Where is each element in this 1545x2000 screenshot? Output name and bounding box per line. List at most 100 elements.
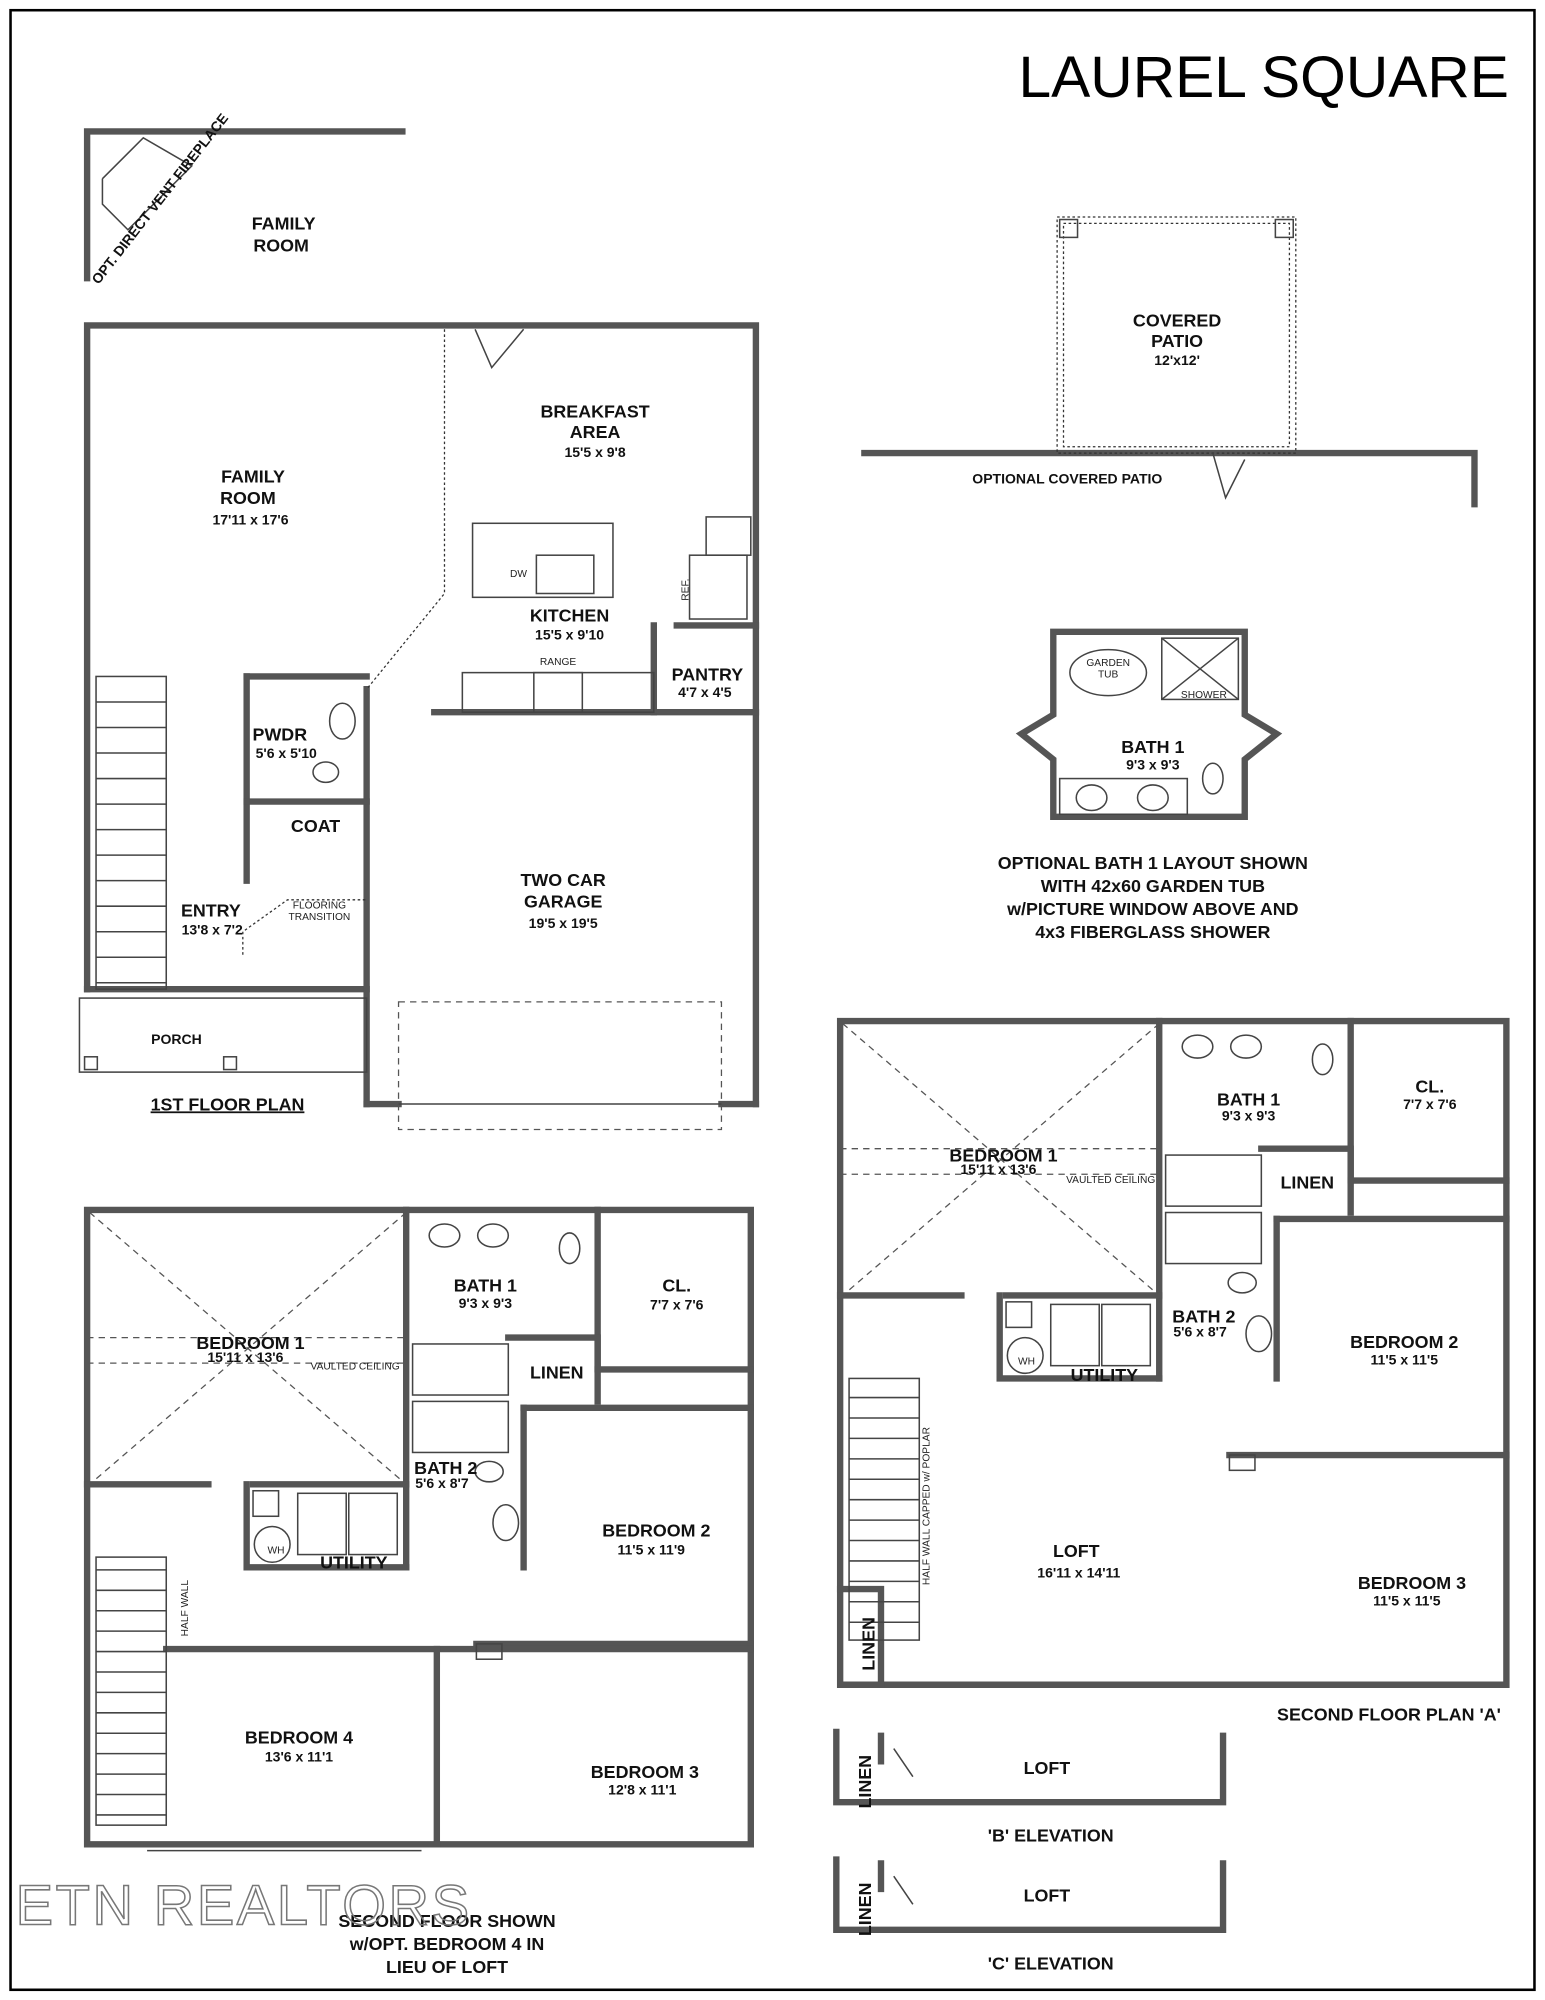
elev-c-caption: 'C' ELEVATION [988, 1953, 1114, 1973]
a-linen-2: LINEN [859, 1617, 879, 1671]
a-bath2-dim: 5'6 x 8'7 [1173, 1323, 1227, 1339]
door-swing [893, 1748, 914, 1778]
bathtub [411, 1400, 510, 1454]
second-floor-a-caption: SECOND FLOOR PLAN 'A' [1277, 1704, 1501, 1724]
exterior-wall [836, 1017, 1510, 1688]
porch-column [222, 1056, 238, 1071]
opt-bath-note-4: 4x3 FIBERGLASS SHOWER [1035, 922, 1270, 942]
family-room-label-1: FAMILY [252, 214, 316, 234]
pwdr-name: PWDR [253, 724, 308, 744]
opt-bath-dim: 9'3 x 9'3 [1126, 757, 1180, 773]
stair [95, 675, 168, 990]
a-bedroom3-dim: 11'5 x 11'5 [1373, 1593, 1441, 1609]
bath2-sink [492, 1504, 520, 1542]
kitchen-island [471, 522, 614, 599]
fireplace-wall [83, 128, 406, 282]
shower-label: SHOWER [1181, 690, 1227, 701]
utility-wall [996, 1292, 1163, 1382]
patio-post [1274, 218, 1295, 239]
first-floor-caption: 1ST FLOOR PLAN [151, 1094, 305, 1114]
exterior-wall [83, 1206, 754, 1848]
water-heater [253, 1525, 291, 1563]
bathtub [411, 1343, 510, 1396]
family-room-dim: 17'11 x 17'6 [212, 512, 288, 528]
garage-dim: 19'5 x 19'5 [529, 915, 598, 931]
a-bedroom2-dim: 11'5 x 11'5 [1371, 1351, 1439, 1367]
utility-wall [243, 1481, 410, 1571]
dishwasher-label: DW [510, 569, 527, 580]
a-bath1-name: BATH 1 [1217, 1089, 1280, 1109]
pantry-dim: 4'7 x 4'5 [678, 684, 732, 700]
kitchen-name: KITCHEN [530, 606, 609, 626]
coat-name: COAT [291, 816, 340, 836]
breakfast-name-2: AREA [570, 422, 621, 442]
dryer [1101, 1303, 1152, 1367]
hvac [252, 1489, 280, 1518]
kitchen-dim: 15'5 x 9'10 [535, 626, 604, 642]
washer [1049, 1303, 1101, 1367]
a-bedroom2-name: BEDROOM 2 [1350, 1332, 1458, 1352]
patio-name-2: PATIO [1151, 331, 1203, 351]
a-linen: LINEN [1280, 1172, 1334, 1192]
sheet-border [9, 8, 1536, 1992]
fixtures [78, 136, 1334, 1905]
b-utility: UTILITY [320, 1553, 388, 1573]
covered-patio-inner [1062, 222, 1291, 448]
toilet [1201, 762, 1224, 795]
covered-patio-option: COVERED PATIO 12'x12' OPTIONAL COVERED P… [972, 311, 1221, 487]
patio-caption: OPTIONAL COVERED PATIO [972, 471, 1162, 487]
sink [428, 1223, 461, 1248]
tub-label: GARDEN [1086, 658, 1130, 669]
opt-bath-note-2: WITH 42x60 GARDEN TUB [1041, 876, 1265, 896]
elev-b-linen: LINEN [855, 1755, 875, 1809]
hvac-return [475, 1643, 503, 1660]
b-bedroom3-dim: 12'8 x 11'1 [608, 1782, 676, 1798]
a-loft-dim: 16'11 x 14'11 [1037, 1565, 1120, 1581]
b-bath1-name: BATH 1 [454, 1276, 517, 1296]
b-bath2-name: BATH 2 [414, 1458, 477, 1478]
elev-c-linen: LINEN [855, 1883, 875, 1937]
toilet [312, 761, 340, 784]
sink [1075, 784, 1108, 812]
garage-door-path [397, 1001, 723, 1131]
linen-wall [505, 1334, 601, 1405]
patio-post [1058, 218, 1079, 239]
rear-wall [861, 449, 1478, 508]
porch-column [83, 1056, 99, 1071]
stair [848, 1377, 921, 1641]
patio-name: COVERED [1133, 311, 1221, 331]
b-bedroom4-name: BEDROOM 4 [245, 1727, 353, 1747]
a-water-heater: WH [1018, 1356, 1035, 1367]
a-vaulted-note: VAULTED CEILING [1066, 1175, 1155, 1186]
patio-dim: 12'x12' [1154, 352, 1200, 368]
b-bedroom3-name: BEDROOM 3 [591, 1762, 699, 1782]
linen-wall [836, 1585, 885, 1688]
breakfast-name: BREAKFAST [541, 401, 650, 421]
sink [1229, 1034, 1263, 1059]
stair [95, 1556, 168, 1826]
patio-door [474, 328, 525, 370]
shower-x [1161, 637, 1239, 701]
opt-bath-name: BATH 1 [1121, 737, 1184, 757]
refrigerator [688, 554, 748, 620]
a-bath2-name: BATH 2 [1172, 1306, 1235, 1326]
kitchen-sink [535, 554, 595, 595]
vaulted-ceiling-line [89, 1212, 407, 1485]
a-loft-name: LOFT [1053, 1541, 1100, 1561]
opt-bath-note-3: w/PICTURE WINDOW ABOVE AND [1006, 899, 1298, 919]
opt-floor-caption-3: LIEU OF LOFT [386, 1957, 508, 1977]
b-bedroom2-name: BEDROOM 2 [602, 1521, 710, 1541]
sink [476, 1223, 510, 1248]
second-floor-opt-bedroom4: BEDROOM 1 15'11 x 13'6 VAULTED CEILING B… [180, 1276, 711, 1978]
bath2-toilet [1227, 1271, 1257, 1294]
sheet-title: LAUREL SQUARE [1019, 45, 1509, 110]
entry-name: ENTRY [181, 900, 241, 920]
bath2-toilet [474, 1460, 504, 1483]
b-bedroom1-name: BEDROOM 1 [196, 1333, 304, 1353]
a-bedroom1-name: BEDROOM 1 [949, 1145, 1057, 1165]
family-room-name-2: ROOM [220, 488, 276, 508]
family-room-name: FAMILY [221, 466, 285, 486]
b-bedroom1-dim: 15'11 x 13'6 [207, 1349, 283, 1365]
elevation-wall [833, 1856, 1227, 1933]
